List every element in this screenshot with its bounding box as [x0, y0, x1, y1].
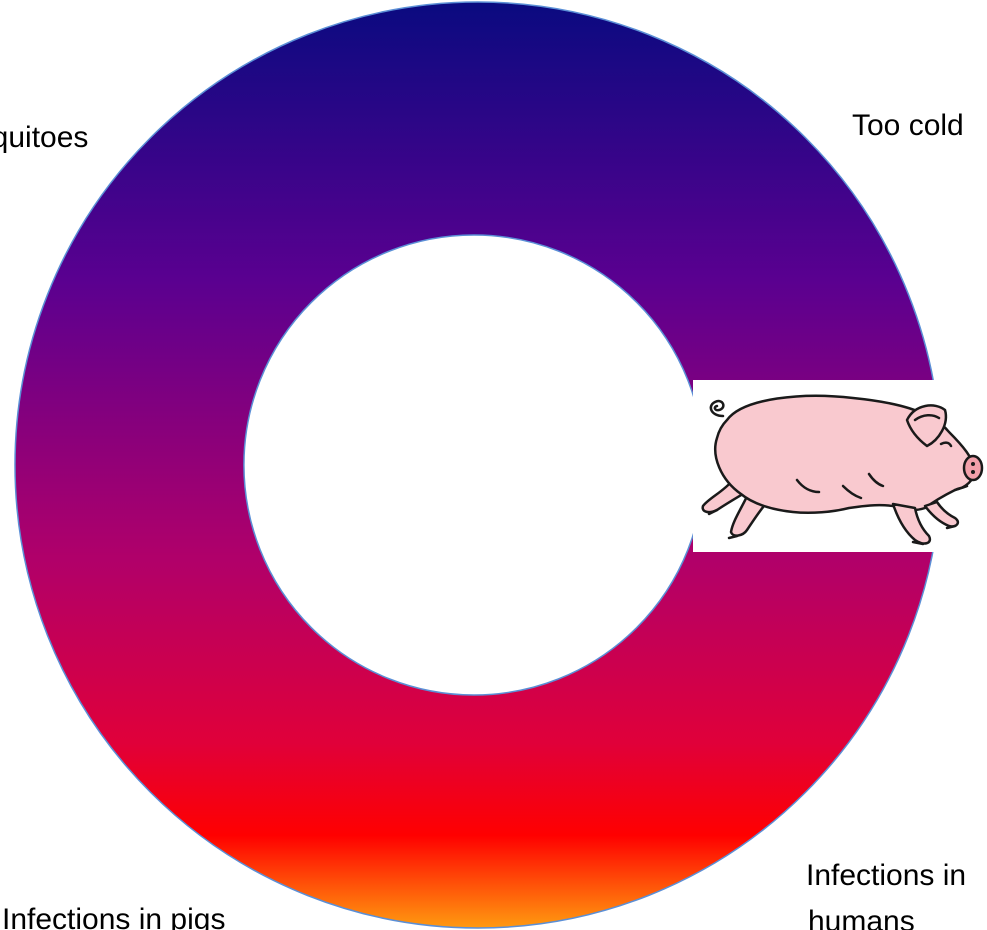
- pig-icon: [693, 380, 987, 552]
- label-infections-in-humans-line1: Infections in: [806, 858, 966, 894]
- label-infections-in-pigs: Infections in pigs: [2, 902, 225, 930]
- pig-image: [693, 380, 987, 552]
- label-mosquitoes: mosquitoes: [0, 120, 88, 156]
- label-infections-in-humans-line2: humans: [808, 904, 915, 930]
- label-too-cold: Too cold: [852, 108, 964, 144]
